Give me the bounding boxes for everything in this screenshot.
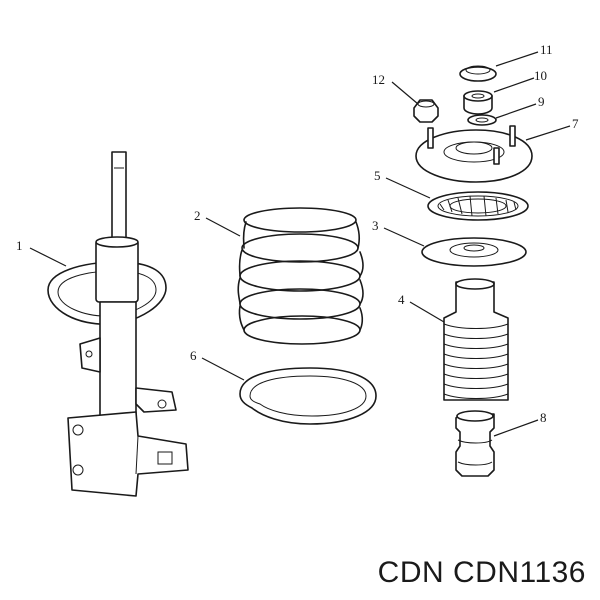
leader-4 <box>409 301 445 323</box>
leader-12 <box>391 81 419 105</box>
callout-8: 8 <box>540 410 547 425</box>
bump-stop <box>455 410 495 477</box>
coil-spring <box>237 207 364 345</box>
strut-assembly <box>47 151 189 497</box>
leader-9 <box>495 103 537 119</box>
leader-5 <box>385 177 431 199</box>
dust-cap <box>459 65 497 82</box>
callout-labels: 1 2 3 4 5 6 7 8 9 10 11 12 <box>16 42 579 425</box>
strut-knuckle-clamp <box>67 411 189 497</box>
callout-7: 7 <box>572 116 579 131</box>
callout-5: 5 <box>374 168 381 183</box>
callout-6: 6 <box>190 348 197 363</box>
washer <box>467 114 497 126</box>
callout-2: 2 <box>194 208 201 223</box>
strut-tube <box>99 301 137 417</box>
callout-11: 11 <box>540 42 553 57</box>
strut-bearing <box>427 191 529 221</box>
strut-upper-body <box>95 239 139 303</box>
lower-spring-insulator <box>239 367 377 425</box>
leader-6 <box>201 357 245 381</box>
upper-spring-seat <box>421 237 527 267</box>
leader-11 <box>495 51 539 67</box>
callout-4: 4 <box>398 292 405 307</box>
leader-7 <box>525 125 571 141</box>
strut-hose-bracket <box>79 337 101 373</box>
leader-10 <box>493 77 535 93</box>
leader-3 <box>383 227 425 247</box>
callout-9: 9 <box>538 94 545 109</box>
leader-1 <box>29 247 67 267</box>
leader-8 <box>493 419 539 437</box>
top-nut <box>413 99 439 123</box>
callout-3: 3 <box>372 218 379 233</box>
callout-1: 1 <box>16 238 23 253</box>
leader-2 <box>205 217 241 237</box>
strut-side-bracket <box>135 387 177 413</box>
upper-bushing <box>463 90 493 115</box>
leader-lines <box>29 51 571 437</box>
strut-piston-rod <box>111 151 127 245</box>
strut-top-mount <box>415 125 533 183</box>
callout-12: 12 <box>372 72 385 87</box>
callout-10: 10 <box>534 68 547 83</box>
part-number-caption: CDN CDN1136 <box>377 556 586 589</box>
dust-boot <box>443 278 509 401</box>
